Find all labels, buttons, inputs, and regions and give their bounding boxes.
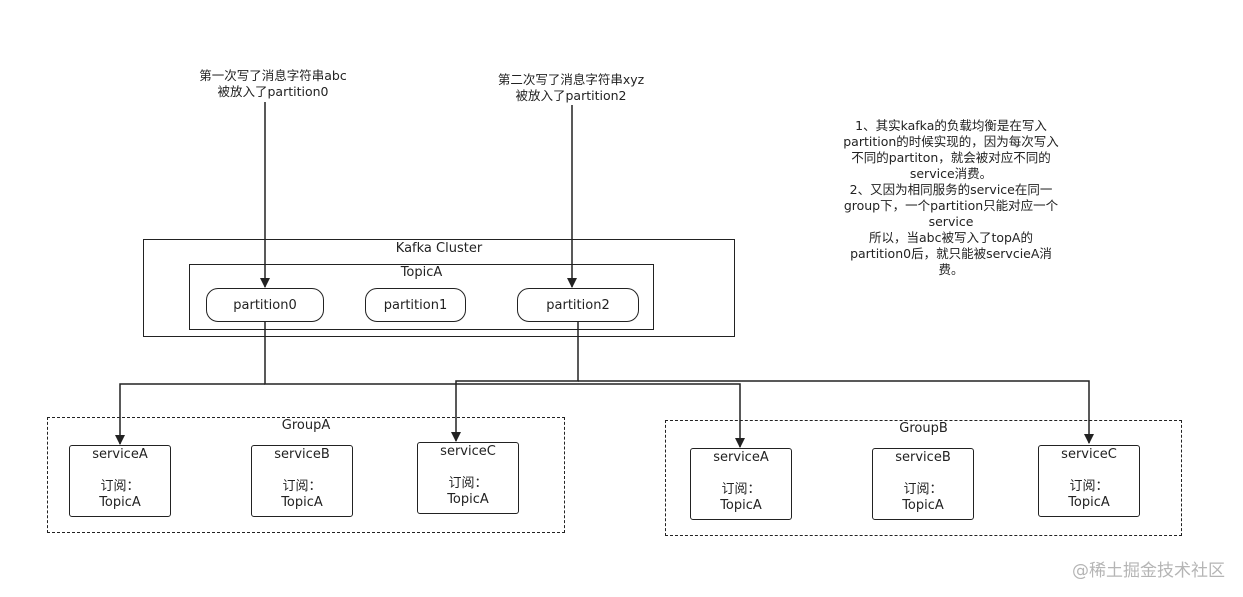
kafka-cluster-box: Kafka Cluster [143,239,735,337]
topic-title: TopicA [400,265,443,280]
group-a-box: GroupA [47,417,565,533]
group-a-service-a: serviceA 订阅： TopicA [69,445,171,517]
write-note-first: 第一次写了消息字符串abc 被放入了partition0 [199,68,347,99]
topic-box: TopicA [189,264,654,330]
group-b-service-b: serviceB 订阅： TopicA [872,448,974,520]
route-partition0-groupA [115,383,265,445]
explanation-note: 1、其实kafka的负载均衡是在写入 partition的时候实现的，因为每次写… [843,118,1059,277]
watermark: @稀土掘金技术社区 [1072,561,1225,581]
route-partition2 [451,322,579,442]
route-partition2-groupB [578,380,1094,444]
group-a-title: GroupA [281,418,331,433]
group-a-service-c: serviceC 订阅： TopicA [417,442,519,514]
partition-0: partition0 [206,288,324,322]
write-note-second: 第二次写了消息字符串xyz 被放入了partition2 [497,72,645,103]
partition-2: partition2 [517,288,639,322]
cluster-title: Kafka Cluster [395,241,483,256]
group-b-service-a: serviceA 订阅： TopicA [690,448,792,520]
group-b-box: GroupB [665,420,1182,536]
group-b-title: GroupB [899,421,948,436]
route-partition0 [264,322,745,448]
group-a-service-b: serviceB 订阅： TopicA [251,445,353,517]
partition-1: partition1 [365,288,466,322]
group-b-service-c: serviceC 订阅： TopicA [1038,445,1140,517]
